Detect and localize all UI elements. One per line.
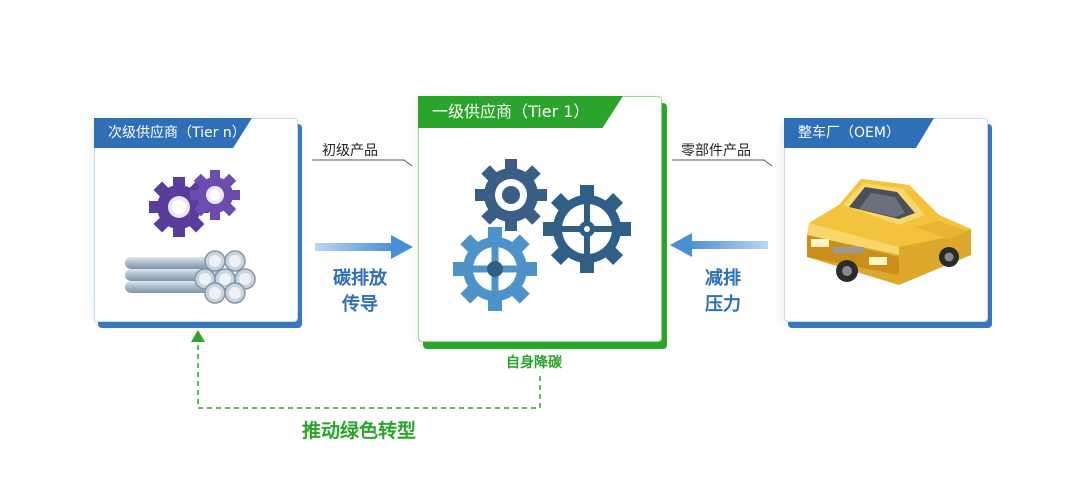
primary-products-label: 初级产品: [322, 143, 378, 159]
self-reduction-label: 自身降碳: [506, 355, 562, 371]
carbon-transfer-line2: 传导: [342, 294, 378, 315]
oem-card: 整车厂（OEM）: [784, 118, 988, 322]
gears-icon: [453, 159, 631, 311]
reduction-pressure-arrow: [670, 233, 768, 257]
reduction-pressure-line2: 压力: [705, 294, 741, 315]
carbon-transfer-arrow: [315, 235, 413, 259]
tier-1-card: 一级供应商（Tier 1）: [418, 96, 662, 342]
parts-products-label: 零部件产品: [681, 143, 751, 159]
tier-n-title: 次级供应商（Tier n）: [94, 118, 252, 148]
car-icon: [807, 179, 971, 285]
primary-products-connector: [312, 159, 413, 167]
green-transition-label: 推动绿色转型: [302, 420, 417, 442]
steel-pipes-icon: [125, 250, 256, 304]
oem-title: 整车厂（OEM）: [784, 118, 934, 148]
green-transition-loop: [191, 330, 541, 409]
gear-icon: [149, 170, 240, 237]
carbon-transfer-label: 碳排放 传导: [320, 266, 400, 318]
tier-1-title: 一级供应商（Tier 1）: [418, 96, 623, 128]
reduction-pressure-label: 减排 压力: [688, 266, 758, 318]
carbon-transfer-line1: 碳排放: [333, 268, 387, 289]
parts-products-connector: [672, 159, 773, 167]
tier-n-card: 次级供应商（Tier n）: [94, 118, 298, 322]
reduction-pressure-line1: 减排: [705, 268, 741, 289]
